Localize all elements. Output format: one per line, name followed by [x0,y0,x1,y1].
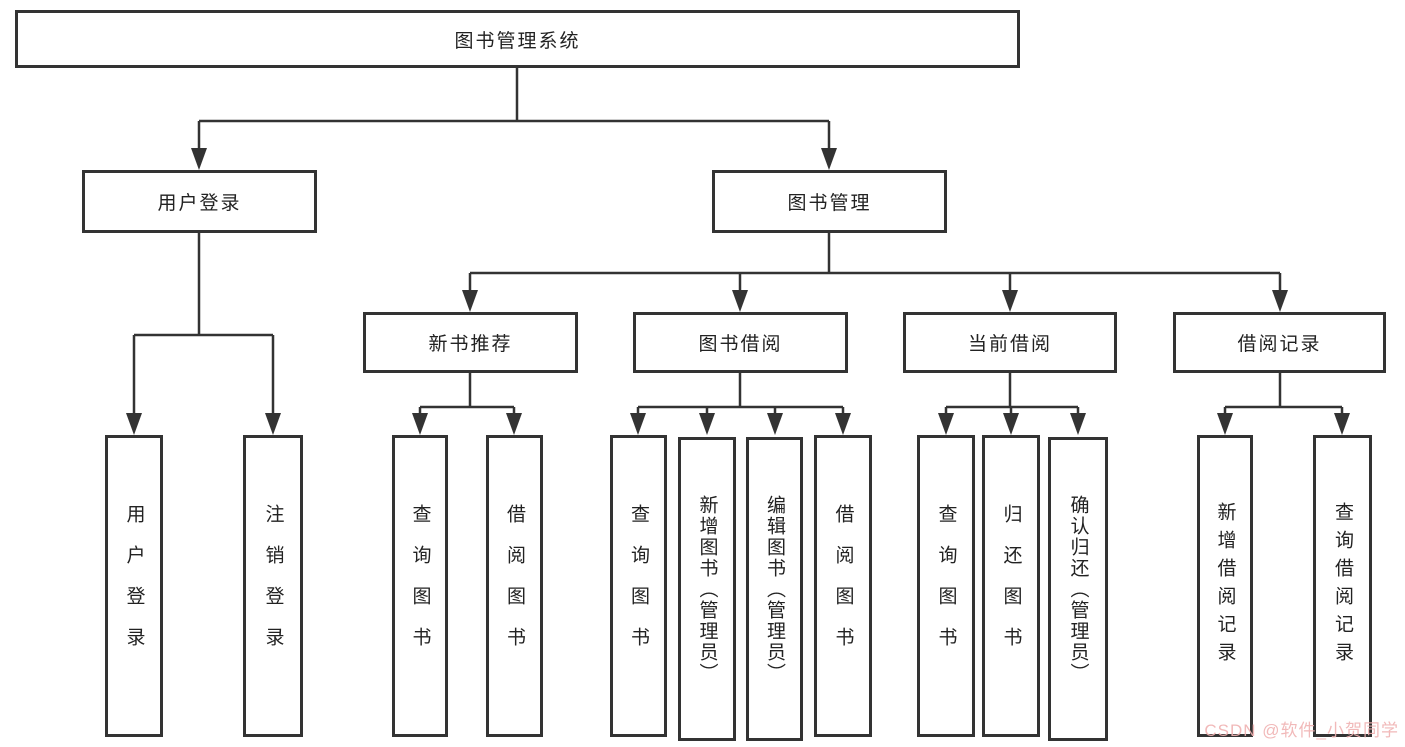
node-new-book-recommend-label: 新书推荐 [428,334,513,355]
leaf-confirm-return-admin-label: 确认归还（管理员） [1067,494,1089,684]
watermark: CSDN @软件_小贺同学 [1204,721,1399,740]
leaf-borrow-books-label: 借阅图书 [832,504,854,668]
leaf-borrow-books: 借阅图书 [814,435,872,737]
leaf-query-borrow-record: 查询借阅记录 [1313,435,1372,737]
node-book-borrow: 图书借阅 [633,312,848,373]
leaf-add-books-admin: 新增图书（管理员） [678,437,736,741]
leaf-user-login: 用户登录 [105,435,163,737]
arrowheads [126,148,1350,435]
node-current-borrow: 当前借阅 [903,312,1117,373]
leaf-query-books-current-label: 查询图书 [935,504,957,668]
leaf-return-books-label: 归还图书 [1000,504,1022,668]
leaf-return-books: 归还图书 [982,435,1040,737]
node-current-borrow-label: 当前借阅 [967,334,1052,355]
leaf-logout: 注销登录 [243,435,303,737]
node-book-management-label: 图书管理 [787,193,872,214]
leaf-user-login-label: 用户登录 [123,504,145,668]
leaf-query-books-borrow: 查询图书 [610,435,667,737]
leaf-query-books-recommend-label: 查询图书 [409,504,431,668]
node-borrow-records: 借阅记录 [1173,312,1386,373]
node-user-login-label: 用户登录 [157,193,242,214]
node-book-management: 图书管理 [712,170,947,233]
node-borrow-records-label: 借阅记录 [1237,334,1322,355]
node-root-label: 图书管理系统 [454,30,581,52]
leaf-add-borrow-record-label: 新增借阅记录 [1214,502,1236,670]
node-book-borrow-label: 图书借阅 [698,334,783,355]
node-user-login: 用户登录 [82,170,317,233]
leaf-borrow-books-recommend: 借阅图书 [486,435,543,737]
leaf-add-borrow-record: 新增借阅记录 [1197,435,1253,737]
leaf-query-books-recommend: 查询图书 [392,435,448,737]
leaf-query-books-current: 查询图书 [917,435,975,737]
leaf-edit-books-admin: 编辑图书（管理员） [746,437,803,741]
leaf-borrow-books-recommend-label: 借阅图书 [504,504,525,668]
leaf-confirm-return-admin: 确认归还（管理员） [1048,437,1108,741]
node-root-system: 图书管理系统 [15,10,1020,68]
leaf-query-books-borrow-label: 查询图书 [628,504,649,668]
leaf-add-books-admin-label: 新增图书（管理员） [696,494,718,684]
leaf-edit-books-admin-label: 编辑图书（管理员） [764,494,785,684]
leaf-query-borrow-record-label: 查询借阅记录 [1332,502,1353,670]
leaf-logout-label: 注销登录 [262,504,284,668]
node-new-book-recommend: 新书推荐 [363,312,578,373]
